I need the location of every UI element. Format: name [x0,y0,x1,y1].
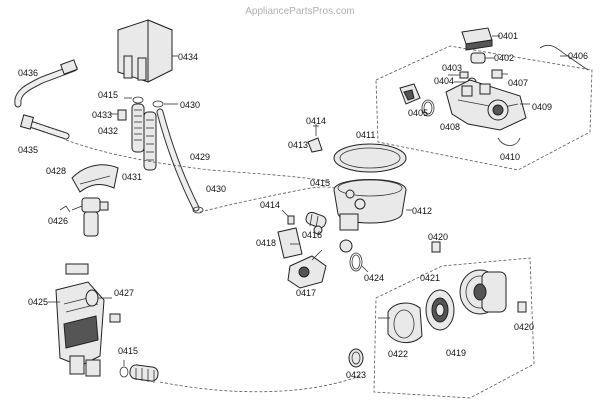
part-0429[interactable] [156,108,200,212]
label-0406: 0406 [568,51,588,61]
part-0412[interactable] [333,179,412,231]
part-0430-clip-a[interactable] [152,100,178,108]
label-0409: 0409 [532,102,552,112]
label-0418: 0418 [256,238,276,248]
label-0436: 0436 [18,68,38,78]
label-0407: 0407 [508,78,528,88]
label-0424: 0424 [364,273,384,283]
part-0414-a[interactable] [281,209,295,225]
label-0414-b: 0414 [260,200,280,210]
part-0420-b[interactable] [517,301,527,313]
part-0424[interactable] [339,239,369,273]
label-0427: 0427 [114,288,134,298]
part-0436[interactable] [14,59,78,108]
part-0430-clip-b[interactable] [192,206,204,214]
part-0419-motor[interactable] [459,269,507,315]
part-0420-a[interactable] [431,241,441,253]
part-0411[interactable] [333,143,407,173]
part-0408[interactable] [421,99,435,117]
part-0422[interactable] [378,302,423,343]
label-0414-a: 0414 [306,116,326,126]
part-0417[interactable] [287,249,327,289]
label-0435: 0435 [18,145,38,155]
label-0423: 0423 [346,370,366,380]
label-0410: 0410 [500,152,520,162]
hose-route-c [159,375,361,393]
part-0421[interactable] [425,289,455,331]
label-0426: 0426 [48,216,68,226]
label-0412: 0412 [412,206,432,216]
label-0404: 0404 [434,76,454,86]
label-0431: 0431 [122,172,142,182]
label-0434: 0434 [178,52,198,62]
label-0401: 0401 [498,31,518,41]
part-0413[interactable] [307,124,323,153]
part-0415-clip-a[interactable] [124,96,144,104]
part-0426[interactable] [59,197,109,237]
label-0411: 0411 [356,130,375,140]
label-0425: 0425 [28,297,48,307]
label-0408: 0408 [440,122,460,132]
assembly-box-top-right [375,45,593,171]
part-0431[interactable] [143,111,157,171]
label-0430-b: 0430 [206,184,226,194]
label-0415-b: 0415 [310,178,330,188]
label-0420-a: 0420 [428,232,448,242]
label-0405: 0405 [408,108,428,118]
part-0435[interactable] [20,114,70,140]
part-0427[interactable] [85,289,121,323]
part-0405[interactable] [399,83,421,105]
hose-route-a [199,186,343,213]
part-0401[interactable] [461,27,500,51]
label-0403: 0403 [442,63,462,73]
label-0413: 0413 [288,140,308,150]
label-0417: 0417 [296,288,316,298]
part-0403[interactable] [448,71,469,79]
label-0402: 0402 [494,53,514,63]
part-0423[interactable] [348,348,364,368]
label-0422: 0422 [388,349,408,359]
label-0415-c: 0415 [118,346,138,356]
assembly-box-bottom-right [373,257,535,399]
label-0419: 0419 [446,348,466,358]
part-0418[interactable] [277,227,303,259]
label-0421: 0421 [420,273,440,283]
hose-route-b [65,139,333,183]
part-0416[interactable] [313,225,323,235]
part-0415-hose-bottom[interactable] [129,364,159,383]
part-0410[interactable] [497,137,521,146]
label-0428: 0428 [46,166,66,176]
part-0433[interactable] [110,109,127,121]
part-0409[interactable] [445,79,530,131]
part-0432[interactable] [131,103,145,153]
part-0402[interactable] [470,52,494,64]
part-0434[interactable] [117,19,178,83]
label-0430-a: 0430 [180,100,200,110]
part-0415-hose-center[interactable] [305,211,328,229]
label-0432: 0432 [98,126,118,136]
part-0428[interactable] [71,164,119,193]
watermark: AppliancePartsPros.com [245,6,355,17]
label-0433: 0433 [92,110,112,120]
part-0425[interactable] [48,263,105,377]
label-0429: 0429 [190,152,210,162]
label-0415-a: 0415 [98,90,118,100]
part-0415-clip-b[interactable] [119,360,129,378]
part-0407[interactable] [491,69,508,79]
label-0416: 0416 [302,230,322,240]
label-0420-b: 0420 [514,322,534,332]
